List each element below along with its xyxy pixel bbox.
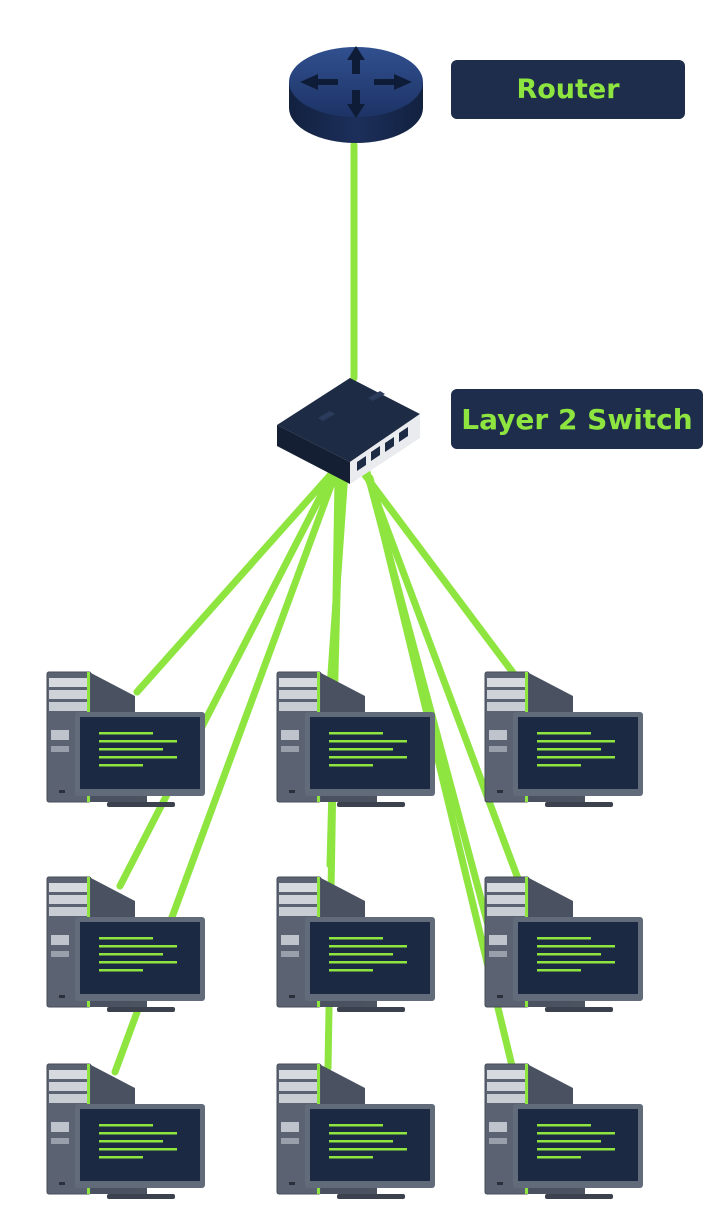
switch-label: Layer 2 Switch bbox=[451, 389, 703, 449]
switch-icon bbox=[277, 378, 420, 484]
link-line bbox=[133, 468, 337, 696]
workstation-icon bbox=[484, 671, 644, 808]
link-line bbox=[363, 468, 496, 944]
workstation-icon bbox=[276, 671, 436, 808]
link-line bbox=[116, 468, 337, 890]
link-line bbox=[361, 471, 521, 682]
workstation-icon bbox=[46, 671, 206, 808]
workstation-icon bbox=[276, 876, 436, 1013]
workstation-icon bbox=[484, 876, 644, 1013]
link-line bbox=[364, 474, 524, 888]
workstation-icon bbox=[46, 1063, 206, 1200]
router-label: Router bbox=[451, 60, 685, 119]
router-icon bbox=[289, 46, 423, 143]
workstation-icon bbox=[276, 1063, 436, 1200]
workstation-icon bbox=[484, 1063, 644, 1200]
